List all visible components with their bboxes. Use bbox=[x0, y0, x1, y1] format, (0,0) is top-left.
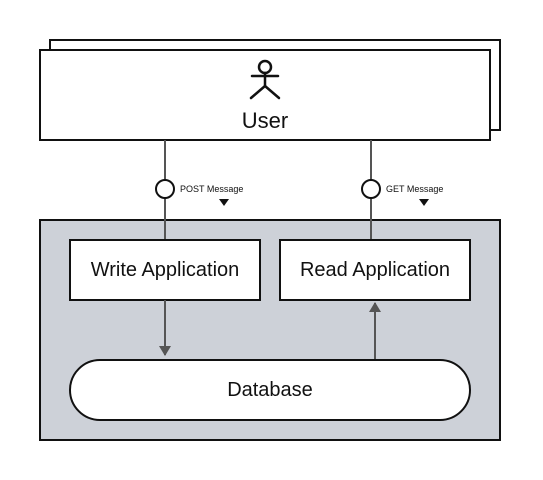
user-label: User bbox=[241, 108, 289, 133]
post-interface-icon[interactable] bbox=[155, 179, 175, 199]
post-dropdown-triangle-icon[interactable] bbox=[219, 199, 229, 206]
read-application-box[interactable] bbox=[279, 239, 471, 301]
get-dropdown-triangle-icon[interactable] bbox=[419, 199, 429, 206]
get-message-label: GET Message bbox=[386, 184, 444, 194]
post-message-label: POST Message bbox=[180, 184, 244, 194]
write-application-box[interactable] bbox=[69, 239, 261, 301]
database-label: Database bbox=[227, 378, 313, 401]
stick-figure-icon bbox=[249, 59, 281, 100]
get-interface-icon[interactable] bbox=[361, 179, 381, 199]
write-application-label: Write Application bbox=[90, 258, 240, 281]
database-box[interactable] bbox=[69, 359, 471, 421]
read-application-label: Read Application bbox=[299, 258, 451, 281]
